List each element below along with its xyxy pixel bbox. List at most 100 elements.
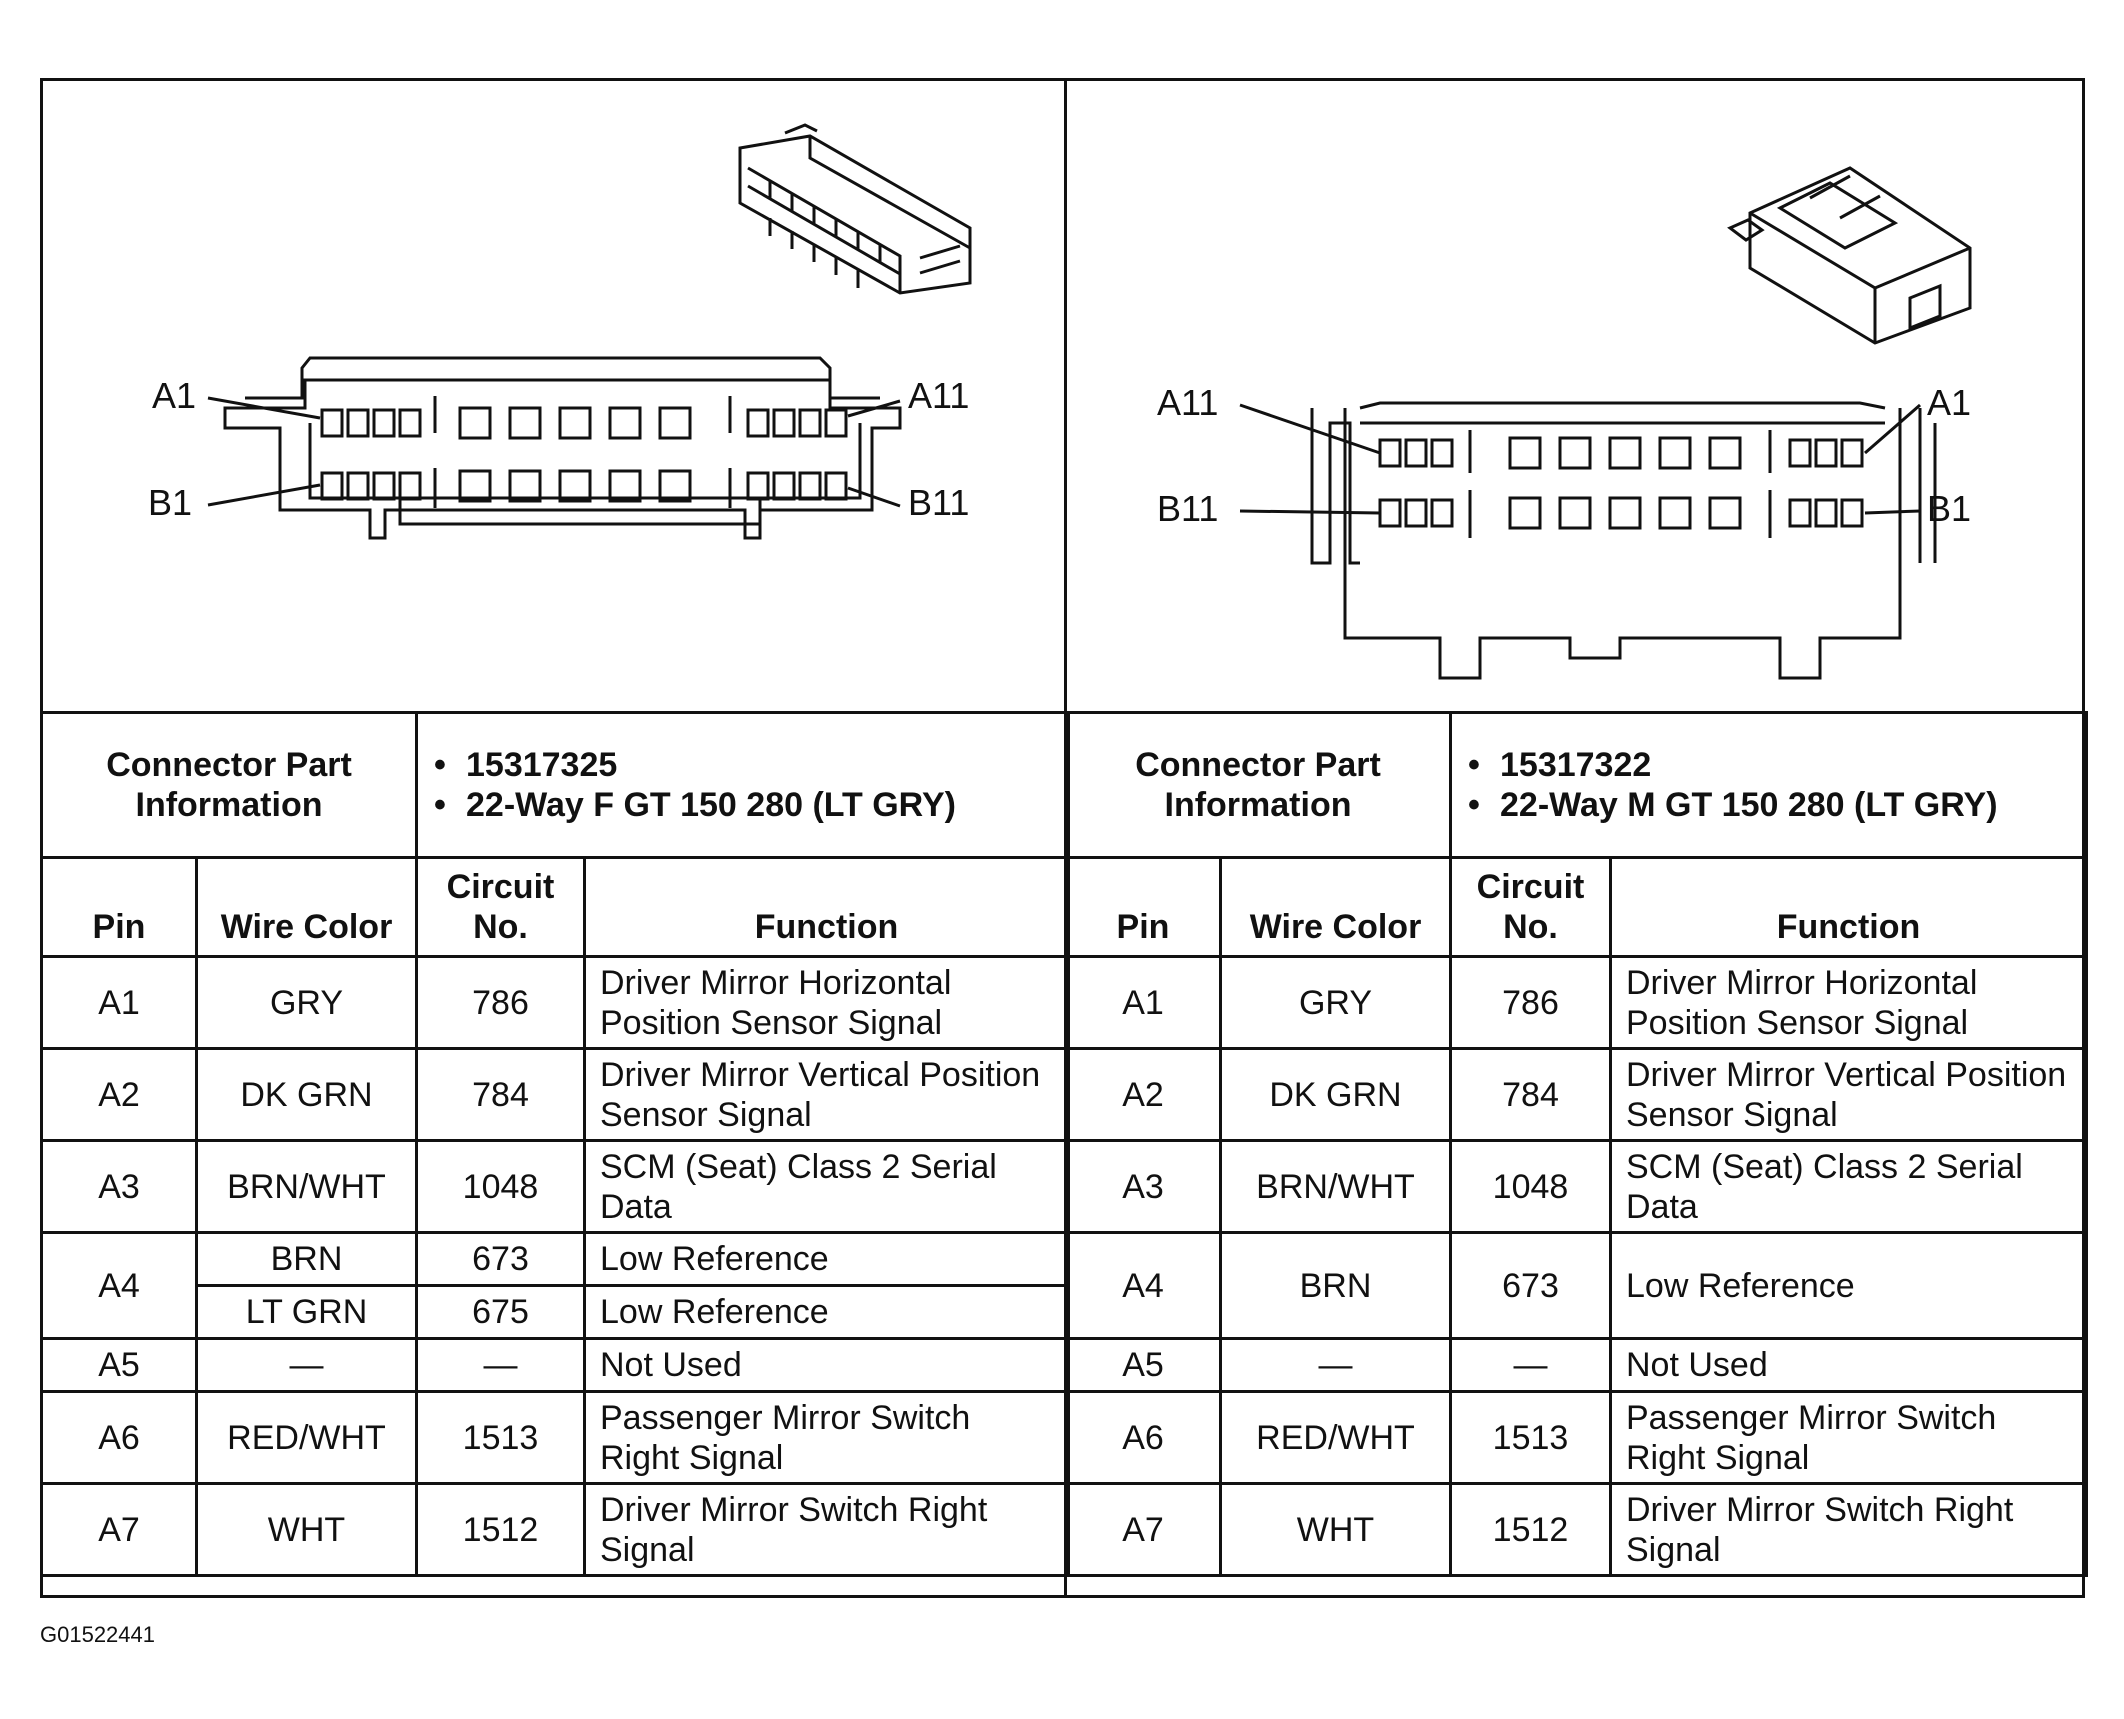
function-cell: SCM (Seat) Class 2 Serial Data — [582, 1139, 1071, 1234]
circuit-cell: — — [1449, 1337, 1612, 1393]
circuit-cell: — — [415, 1337, 586, 1393]
wire-color-cell: LT GRN — [195, 1284, 418, 1340]
table-row: A6 RED/WHT 1513 Passenger Mirror Switch … — [40, 1390, 1071, 1485]
part-number: 15317325 — [432, 745, 1053, 785]
pin-cell: A1 — [40, 955, 198, 1050]
pin-cell: A3 — [40, 1139, 198, 1234]
pin-cell: A1 — [1064, 955, 1222, 1050]
table-row: A5 — — Not Used — [1064, 1337, 2089, 1393]
circuit-cell: 1513 — [1449, 1390, 1612, 1485]
pin-cell: A5 — [1064, 1337, 1222, 1393]
function-cell: Driver Mirror Vertical Position Sensor S… — [582, 1047, 1071, 1142]
connector-drawings: A1 B1 A11 B11 A11 B11 A1 B1 — [148, 123, 1972, 680]
wire-color-cell: DK GRN — [1219, 1047, 1452, 1142]
function-cell: Driver Mirror Horizontal Position Sensor… — [582, 955, 1071, 1050]
wire-color-cell: WHT — [195, 1482, 418, 1577]
function-cell: SCM (Seat) Class 2 Serial Data — [1608, 1139, 2089, 1234]
figure-id: G01522441 — [40, 1622, 155, 1647]
right-pinout-table: Connector Part Information 15317322 22-W… — [1064, 711, 2089, 1577]
circuit-cell: 784 — [415, 1047, 586, 1142]
pin-cell: A7 — [1064, 1482, 1222, 1577]
right-label-b1: B1 — [1927, 488, 1971, 529]
circuit-cell: 786 — [415, 955, 586, 1050]
table-row: A2 DK GRN 784 Driver Mirror Vertical Pos… — [1064, 1047, 2089, 1142]
header-circuit: Circuit No. — [415, 856, 586, 958]
circuit-cell: 673 — [415, 1231, 586, 1287]
table-row: A3 BRN/WHT 1048 SCM (Seat) Class 2 Seria… — [40, 1139, 1071, 1234]
left-label-a11: A11 — [908, 375, 969, 416]
function-cell: Passenger Mirror Switch Right Signal — [582, 1390, 1071, 1485]
circuit-cell: 1512 — [1449, 1482, 1612, 1577]
part-info-label: Connector Part Information — [1064, 711, 1452, 859]
wire-color-cell: BRN/WHT — [195, 1139, 418, 1234]
circuit-cell: 1048 — [1449, 1139, 1612, 1234]
part-info-row: Connector Part Information 15317322 22-W… — [1064, 711, 2089, 859]
circuit-cell: 1048 — [415, 1139, 586, 1234]
circuit-cell: 786 — [1449, 955, 1612, 1050]
part-number: 15317322 — [1466, 745, 2071, 785]
header-wire-color: Wire Color — [1219, 856, 1452, 958]
circuit-cell: 675 — [415, 1284, 586, 1340]
pin-cell: A6 — [40, 1390, 198, 1485]
wire-color-cell: WHT — [1219, 1482, 1452, 1577]
table-row: A2 DK GRN 784 Driver Mirror Vertical Pos… — [40, 1047, 1071, 1142]
table-row: A4 BRN 673 Low Reference — [40, 1231, 1071, 1340]
function-cell: Low Reference — [1608, 1231, 2089, 1340]
function-cell: Not Used — [1608, 1337, 2089, 1393]
header-circuit: Circuit No. — [1449, 856, 1612, 958]
table-row: LT GRN 675 Low Reference — [42, 1284, 1071, 1340]
header-pin: Pin — [1064, 856, 1222, 958]
left-label-a1: A1 — [152, 375, 196, 416]
function-cell: Passenger Mirror Switch Right Signal — [1608, 1390, 2089, 1485]
pin-cell: A2 — [1064, 1047, 1222, 1142]
table-row: A5 — — Not Used — [40, 1337, 1071, 1393]
function-cell: Driver Mirror Vertical Position Sensor S… — [1608, 1047, 2089, 1142]
right-label-a11: A11 — [1157, 382, 1218, 423]
function-cell: Driver Mirror Horizontal Position Sensor… — [1608, 955, 2089, 1050]
wire-color-cell: BRN — [1219, 1231, 1452, 1340]
pin-cell: A6 — [1064, 1390, 1222, 1485]
left-connector-3d-icon — [738, 123, 972, 295]
left-pinout-table: Connector Part Information 15317325 22-W… — [40, 711, 1071, 1577]
circuit-cell: 1512 — [415, 1482, 586, 1577]
pin-cell: A4 — [40, 1231, 198, 1340]
header-function: Function — [582, 856, 1071, 958]
wire-color-cell: GRY — [195, 955, 418, 1050]
table-row: A4 BRN 673 Low Reference — [1064, 1231, 2089, 1340]
function-cell: Driver Mirror Switch Right Signal — [1608, 1482, 2089, 1577]
table-row: A7 WHT 1512 Driver Mirror Switch Right S… — [40, 1482, 1071, 1577]
wire-color-cell: GRY — [1219, 955, 1452, 1050]
pin-cell: A2 — [40, 1047, 198, 1142]
part-info-values: 15317322 22-Way M GT 150 280 (LT GRY) — [1448, 711, 2089, 859]
table-row: A7 WHT 1512 Driver Mirror Switch Right S… — [1064, 1482, 2089, 1577]
pin-cell: A3 — [1064, 1139, 1222, 1234]
wire-color-cell: — — [195, 1337, 418, 1393]
right-label-b11: B11 — [1157, 488, 1218, 529]
header-row: Pin Wire Color Circuit No. Function — [1064, 856, 2089, 958]
part-description: 22-Way M GT 150 280 (LT GRY) — [1466, 785, 2071, 825]
circuit-cell: 1513 — [415, 1390, 586, 1485]
circuit-cell: 784 — [1449, 1047, 1612, 1142]
header-pin: Pin — [40, 856, 198, 958]
header-wire-color: Wire Color — [195, 856, 418, 958]
wire-color-cell: DK GRN — [195, 1047, 418, 1142]
part-info-label: Connector Part Information — [40, 711, 418, 859]
header-row: Pin Wire Color Circuit No. Function — [40, 856, 1071, 958]
table-row: A6 RED/WHT 1513 Passenger Mirror Switch … — [1064, 1390, 2089, 1485]
table-row: A1 GRY 786 Driver Mirror Horizontal Posi… — [40, 955, 1071, 1050]
right-connector-3d-icon — [1727, 166, 1972, 345]
table-row: A1 GRY 786 Driver Mirror Horizontal Posi… — [1064, 955, 2089, 1050]
wire-color-cell: — — [1219, 1337, 1452, 1393]
wire-color-cell: RED/WHT — [195, 1390, 418, 1485]
pin-cell: A5 — [40, 1337, 198, 1393]
wire-color-cell: BRN — [195, 1231, 418, 1287]
circuit-cell: 673 — [1449, 1231, 1612, 1340]
function-cell: Low Reference — [582, 1284, 1071, 1340]
left-connector-face — [207, 356, 902, 540]
left-label-b1: B1 — [148, 482, 192, 523]
function-cell: Not Used — [582, 1337, 1071, 1393]
part-description: 22-Way F GT 150 280 (LT GRY) — [432, 785, 1053, 825]
wire-color-cell: BRN/WHT — [1219, 1139, 1452, 1234]
function-cell: Low Reference — [582, 1231, 1071, 1287]
header-function: Function — [1608, 856, 2089, 958]
